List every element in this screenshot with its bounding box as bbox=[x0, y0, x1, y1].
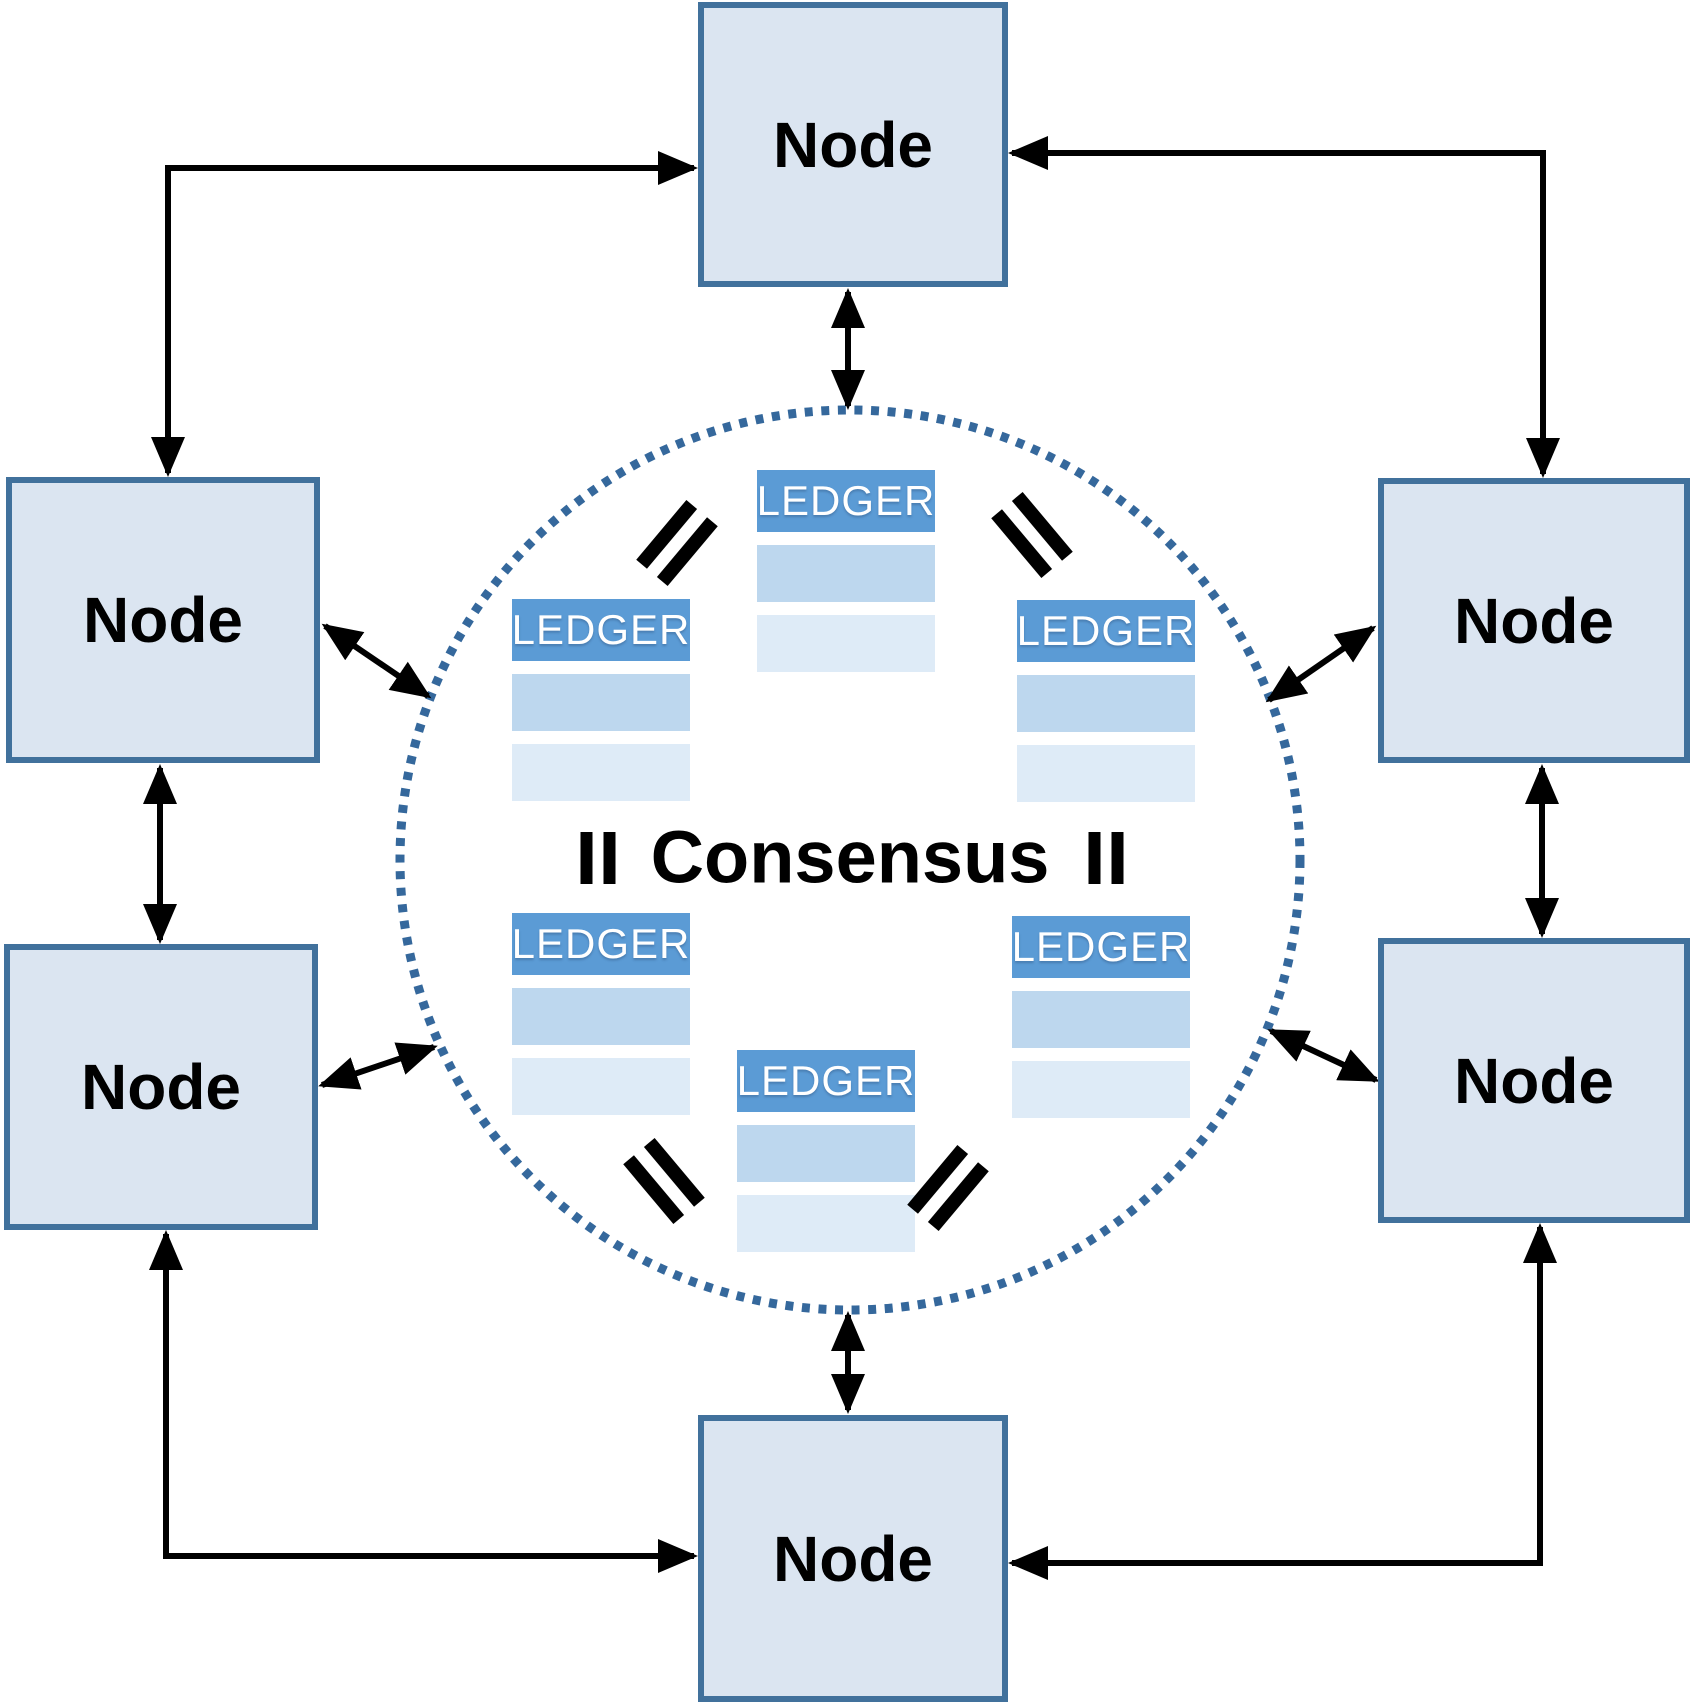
ledger-row bbox=[737, 1195, 915, 1252]
node-label: Node bbox=[81, 1051, 241, 1123]
arrow-lowerleftnode-bottomnode bbox=[149, 1230, 698, 1573]
ledger-header: LEDGER bbox=[1017, 600, 1195, 662]
node-label: Node bbox=[773, 108, 933, 181]
ledger-header: LEDGER bbox=[512, 599, 690, 661]
ledger-row bbox=[757, 545, 935, 602]
vertical-equals-icon bbox=[580, 832, 616, 884]
ledger-row bbox=[737, 1125, 915, 1182]
ledger-row bbox=[512, 744, 690, 801]
arrow-lowerleftnode-circle bbox=[318, 1042, 438, 1090]
arrow-upperrightnode-circle bbox=[1265, 625, 1377, 703]
node-box-lower-right: Node bbox=[1378, 938, 1690, 1223]
ledger-row bbox=[1017, 745, 1195, 802]
ledger-table: LEDGER bbox=[1012, 916, 1190, 1118]
ledger-table: LEDGER bbox=[757, 470, 935, 672]
node-box-top: Node bbox=[698, 2, 1008, 287]
ledger-row bbox=[1012, 1061, 1190, 1118]
ledger-header: LEDGER bbox=[512, 913, 690, 975]
node-box-bottom: Node bbox=[698, 1415, 1008, 1702]
node-box-upper-left: Node bbox=[6, 477, 320, 763]
arrow-lowerrightnode-bottomnode bbox=[1008, 1223, 1557, 1580]
consensus-circle bbox=[395, 405, 1305, 1315]
arrow-lowerrightnode-circle bbox=[1267, 1028, 1380, 1083]
node-box-lower-left: Node bbox=[4, 944, 318, 1230]
ledger-row bbox=[512, 674, 690, 731]
ledger-row bbox=[1017, 675, 1195, 732]
node-label: Node bbox=[1454, 584, 1614, 657]
ledger-table: LEDGER bbox=[512, 599, 690, 801]
ledger-table: LEDGER bbox=[512, 913, 690, 1115]
ledger-row bbox=[757, 615, 935, 672]
node-label: Node bbox=[773, 1522, 933, 1595]
ledger-header: LEDGER bbox=[737, 1050, 915, 1112]
ledger-table: LEDGER bbox=[1017, 600, 1195, 802]
arrow-topnode-upperleftnode bbox=[151, 151, 698, 477]
ledger-row bbox=[512, 988, 690, 1045]
ledger-header: LEDGER bbox=[1012, 916, 1190, 978]
vertical-equals-icon bbox=[1088, 832, 1124, 884]
node-label: Node bbox=[1454, 1044, 1614, 1117]
arrow-topnode-upperrightnode bbox=[1008, 136, 1560, 478]
arrow-upperleftnode-circle bbox=[321, 623, 432, 699]
consensus-label: Consensus bbox=[650, 815, 1050, 899]
ledger-header: LEDGER bbox=[757, 470, 935, 532]
ledger-row bbox=[512, 1058, 690, 1115]
node-box-upper-right: Node bbox=[1378, 478, 1690, 763]
ledger-table: LEDGER bbox=[737, 1050, 915, 1252]
node-label: Node bbox=[83, 584, 243, 656]
ledger-row bbox=[1012, 991, 1190, 1048]
